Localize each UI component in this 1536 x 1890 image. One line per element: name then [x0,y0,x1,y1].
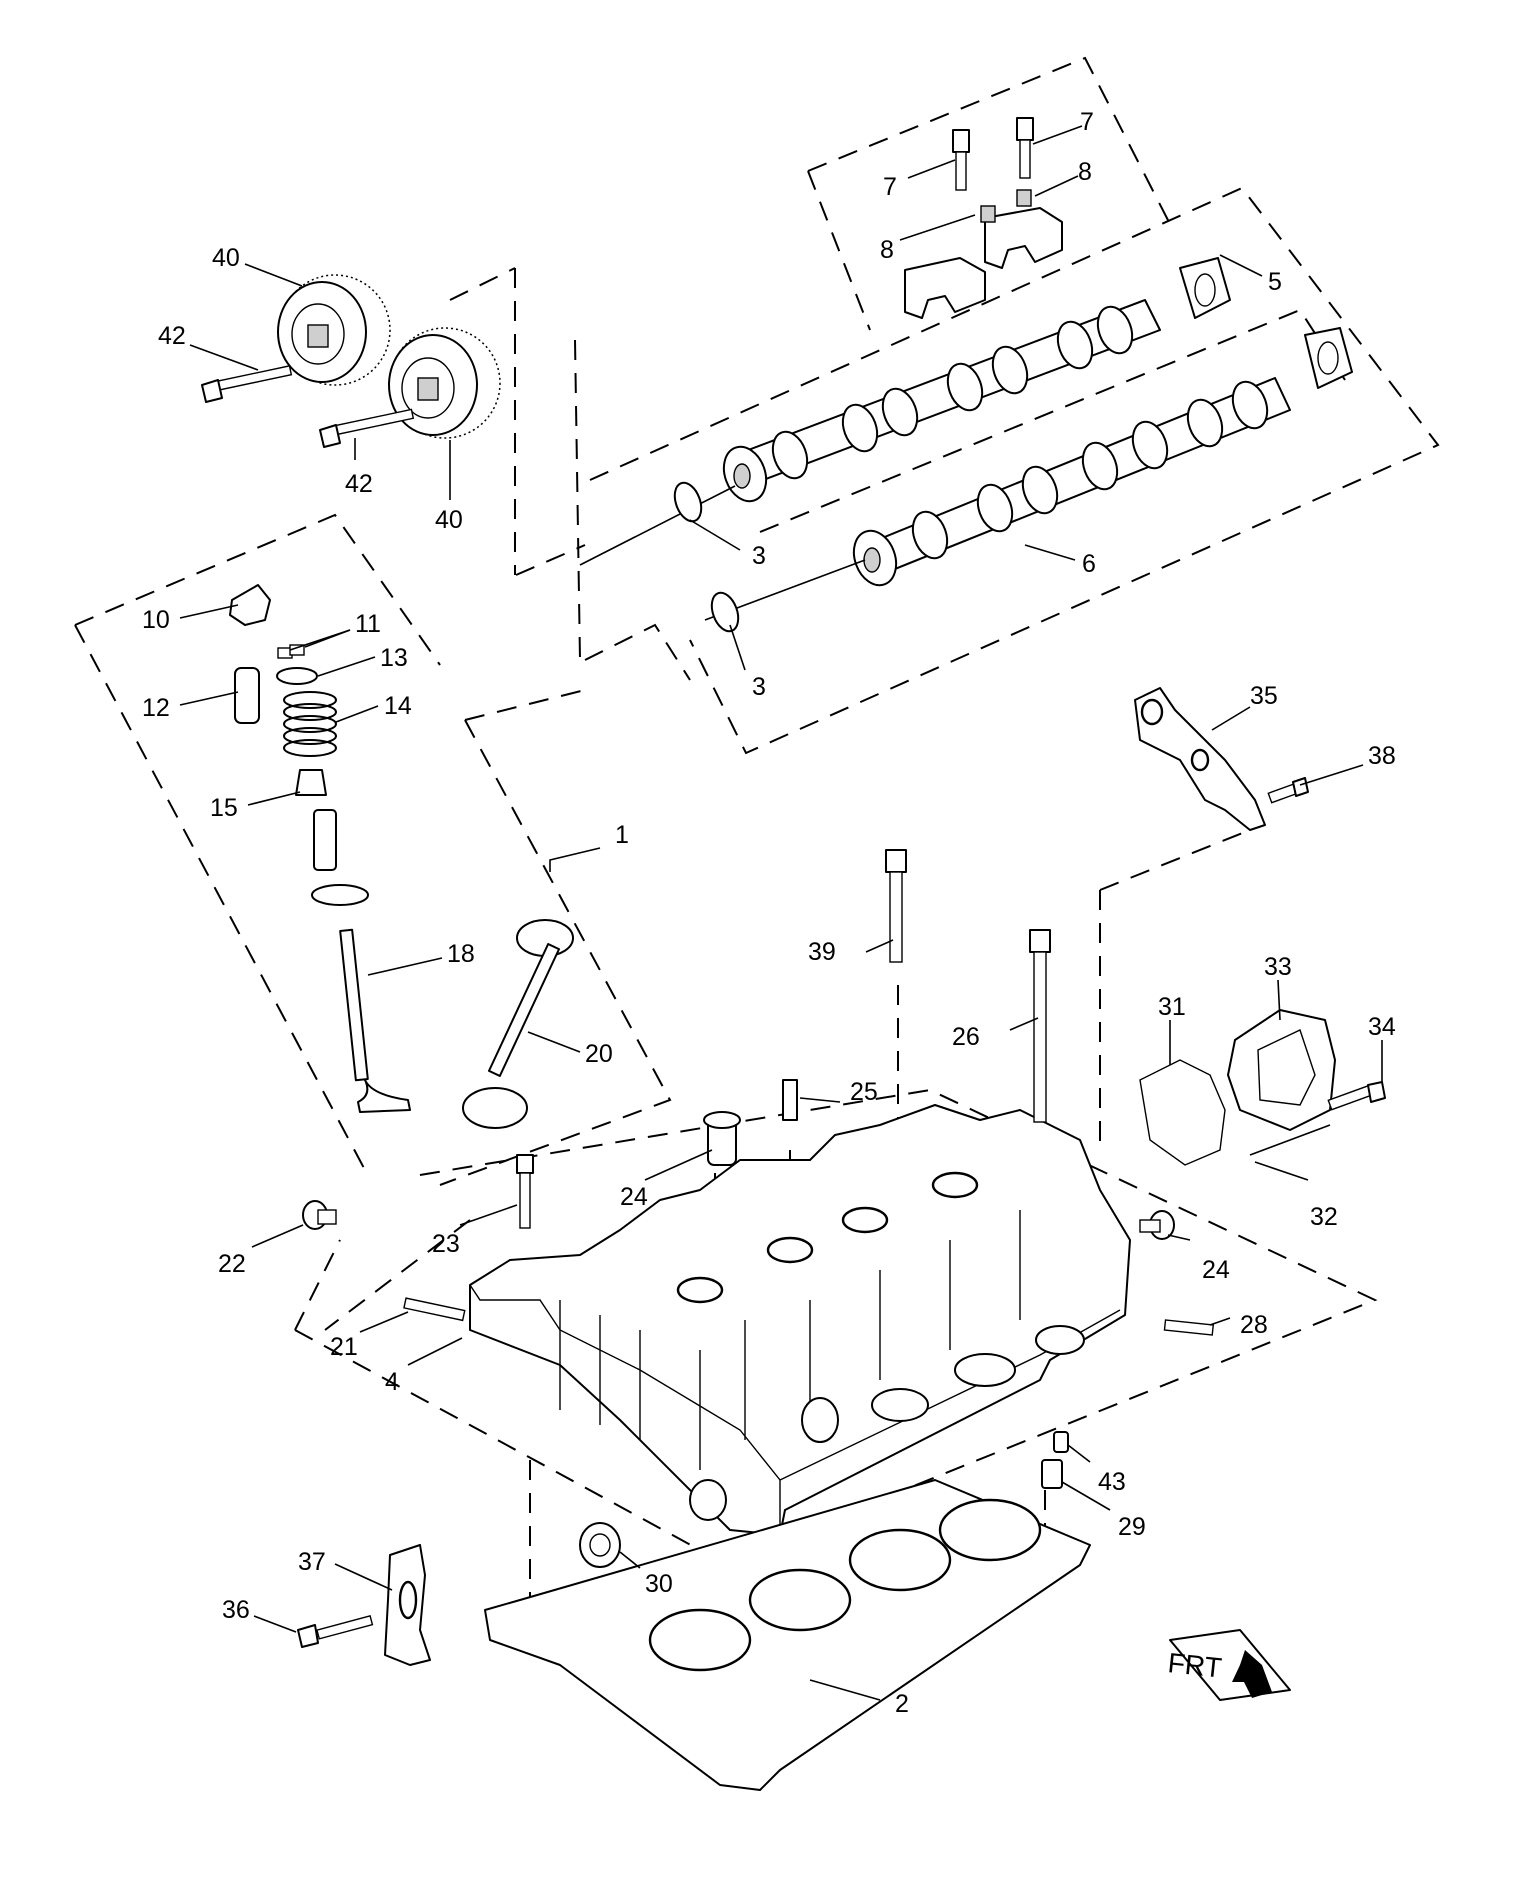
callout-7: 7 [883,173,897,201]
callout-30: 30 [645,1570,673,1598]
callout-25: 25 [850,1078,878,1106]
callout-10: 10 [142,606,170,634]
bearing-cap-left [904,257,986,319]
callout-12: 12 [142,694,170,722]
leader-lines [179,125,1383,1701]
callout-3: 3 [752,542,766,570]
callout-22: 22 [218,1250,246,1278]
cylinder-head [469,1104,1131,1536]
callout-5: 5 [1268,268,1282,296]
bearing-cap-bolt-left [952,129,970,191]
dowel-43 [1053,1431,1069,1453]
bolt-36 [297,1615,374,1648]
callout-26: 26 [952,1023,980,1051]
camshaft-sprocket-upper [277,274,391,386]
callout-29: 29 [1118,1513,1146,1541]
bearing-cap-right [984,207,1063,269]
callout-13: 13 [380,644,408,672]
camshaft-sprocket-lower [388,327,501,439]
rocker-arm [229,584,271,626]
callout-14: 14 [384,692,412,720]
valve-spring [283,691,337,757]
callout-2: 2 [895,1690,909,1718]
cover-33 [1227,1009,1336,1131]
callout-40: 40 [435,506,463,534]
hydraulic-lash-adjuster [234,667,260,724]
dowel-right [1016,189,1032,207]
intake-camshaft [722,299,1161,503]
callout-24: 24 [1202,1256,1230,1284]
callout-1: 1 [615,821,629,849]
intake-valve [462,943,561,1129]
valve-guide [313,809,337,871]
stud-21 [403,1297,466,1322]
callout-38: 38 [1368,742,1396,770]
front-direction-indicator: FRT [1166,1629,1291,1701]
front-indicator-label: FRT [1166,1647,1223,1683]
callout-32: 32 [1310,1203,1338,1231]
pin-32 [1249,1124,1331,1156]
callout-8: 8 [880,236,894,264]
callout-40: 40 [212,244,240,272]
bracket-35 [1134,687,1266,831]
cylinder-head-gasket [484,1479,1091,1791]
bolt-34 [1327,1081,1386,1111]
callout-28: 28 [1240,1311,1268,1339]
callout-39: 39 [808,938,836,966]
bolt-23 [516,1154,534,1229]
sprocket-bolt-lower [319,408,415,448]
bolt-39 [885,849,907,963]
callout-36: 36 [222,1596,250,1624]
callout-labels: 40 42 42 40 7 7 8 8 5 3 6 3 10 11 13 12 … [142,108,1396,1718]
callout-8: 8 [1078,158,1092,186]
callout-4: 4 [385,1368,399,1396]
camshaft-bearing-cap-lower [1304,327,1353,389]
bolt-26 [1029,929,1051,1123]
dowel-29 [1041,1459,1063,1489]
callout-20: 20 [585,1040,613,1068]
callout-24: 24 [620,1183,648,1211]
callout-33: 33 [1264,953,1292,981]
oil-control-valve-plug [703,1111,741,1166]
callout-35: 35 [1250,682,1278,710]
plug-30 [579,1522,621,1568]
callout-42: 42 [345,470,373,498]
camshaft-seal-ring-lower [710,591,740,633]
bolt-38 [1267,777,1309,804]
exhaust-valve [339,928,411,1113]
sprocket-bolt-upper [201,365,293,403]
callout-11: 11 [355,610,381,638]
valve-stem-seal [295,769,327,796]
valve-seat-insert [311,884,369,906]
plug-22 [302,1200,337,1230]
stud-25 [782,1079,798,1121]
callout-31: 31 [1158,993,1186,1021]
callout-37: 37 [298,1548,326,1576]
callout-7: 7 [1080,108,1094,136]
callout-21: 21 [330,1333,358,1361]
callout-34: 34 [1368,1013,1396,1041]
camshaft-bearing-cap-upper [1179,257,1231,319]
callout-18: 18 [447,940,475,968]
bearing-cap-bolt-right [1016,117,1034,179]
plug-24-side [1139,1210,1175,1240]
bracket-37 [384,1544,431,1666]
callout-23: 23 [432,1230,460,1258]
dowel-left [980,205,996,223]
callout-6: 6 [1082,550,1096,578]
callout-43: 43 [1098,1468,1126,1496]
stud-28 [1163,1319,1215,1336]
gasket-31 [1139,1059,1226,1166]
exhaust-camshaft [852,377,1291,587]
callout-42: 42 [158,322,186,350]
camshaft-seal-ring-upper [673,481,703,523]
callout-15: 15 [210,794,238,822]
valve-spring-retainer [276,667,318,685]
callout-3: 3 [752,673,766,701]
